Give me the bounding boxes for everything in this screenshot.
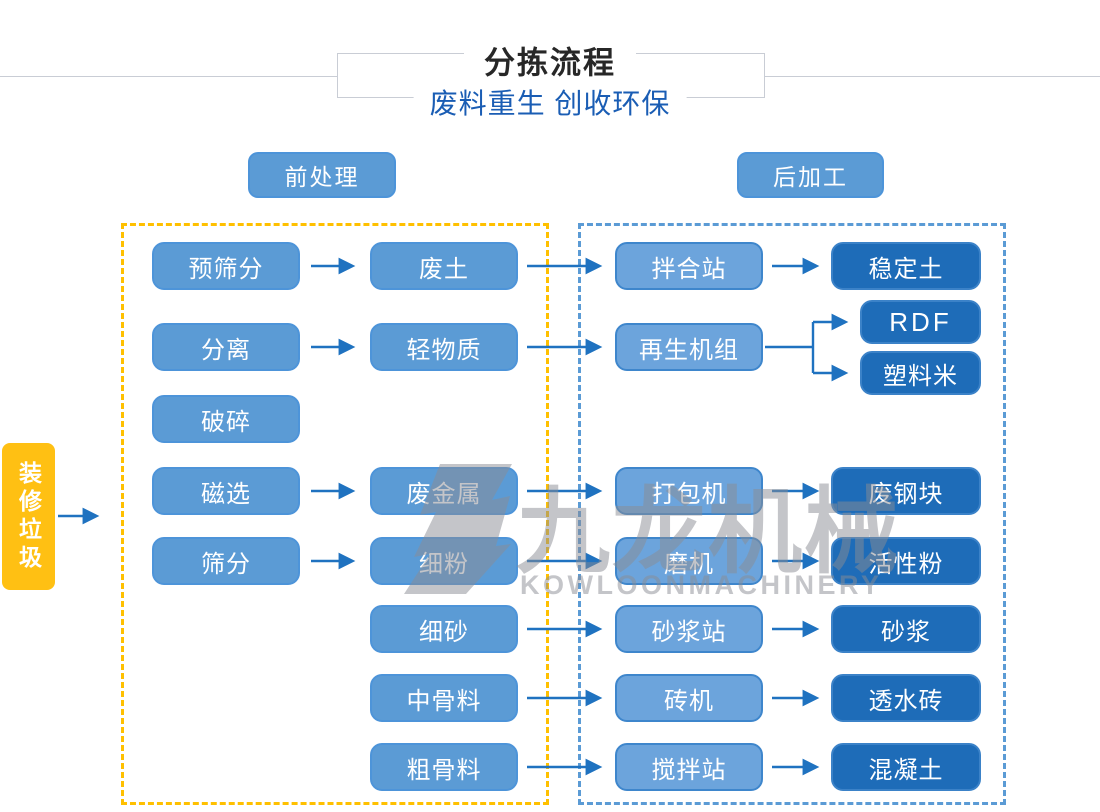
- node-coarse-aggregate: 粗骨料: [370, 743, 518, 791]
- page-title: 分拣流程: [464, 37, 636, 83]
- node-recycling-unit: 再生机组: [615, 323, 763, 371]
- node-decoration-waste: 装修垃圾: [2, 443, 55, 590]
- node-plastic-pellets: 塑料米: [860, 351, 981, 395]
- node-baler: 打包机: [615, 467, 763, 515]
- node-separation: 分离: [152, 323, 300, 371]
- node-rdf: RDF: [860, 300, 981, 344]
- node-mortar-station: 砂浆站: [615, 605, 763, 653]
- postprocessing-group-box: [578, 223, 1006, 805]
- node-pre-screening: 预筛分: [152, 242, 300, 290]
- node-fine-sand: 细砂: [370, 605, 518, 653]
- node-stabilized-soil: 稳定土: [831, 242, 981, 290]
- node-medium-aggregate: 中骨料: [370, 674, 518, 722]
- page-subtitle: 废料重生 创收环保: [413, 82, 687, 122]
- section-label-postprocessing: 后加工: [737, 152, 884, 198]
- section-label-pretreatment: 前处理: [248, 152, 396, 198]
- node-magnetic-separation: 磁选: [152, 467, 300, 515]
- node-mill: 磨机: [615, 537, 763, 585]
- node-scrap-steel-block: 废钢块: [831, 467, 981, 515]
- node-permeable-brick: 透水砖: [831, 674, 981, 722]
- node-batching-station: 搅拌站: [615, 743, 763, 791]
- node-fine-powder: 细粉: [370, 537, 518, 585]
- node-mortar: 砂浆: [831, 605, 981, 653]
- node-mixing-station: 拌合站: [615, 242, 763, 290]
- node-screening: 筛分: [152, 537, 300, 585]
- node-brick-machine: 砖机: [615, 674, 763, 722]
- node-crushing: 破碎: [152, 395, 300, 443]
- node-scrap-metal: 废金属: [370, 467, 518, 515]
- node-active-powder: 活性粉: [831, 537, 981, 585]
- node-light-material: 轻物质: [370, 323, 518, 371]
- node-concrete: 混凝土: [831, 743, 981, 791]
- pretreatment-group-box: [121, 223, 549, 805]
- node-waste-soil: 废土: [370, 242, 518, 290]
